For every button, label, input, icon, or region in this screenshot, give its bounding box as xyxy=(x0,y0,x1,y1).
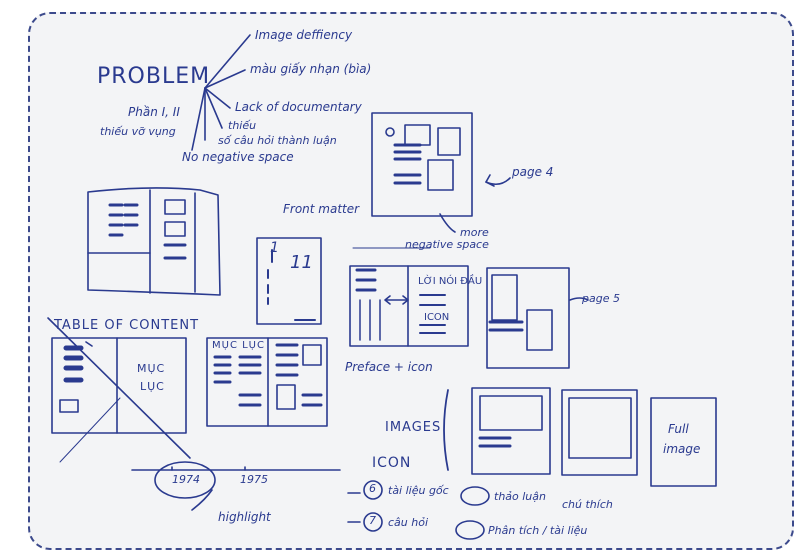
timeline-year-1975: 1975 xyxy=(240,473,268,486)
icon-item-1: tài liệu gốc xyxy=(388,484,449,497)
icon-item-2: câu hỏi xyxy=(388,516,429,529)
problem-branch-3: Lack of documentary xyxy=(235,100,362,114)
images-label: IMAGES xyxy=(385,420,442,435)
small-number-1: 1 xyxy=(270,240,279,256)
toc-mucluc: MỤC LỤC xyxy=(212,340,265,351)
icon-number-6: 6 xyxy=(369,482,376,495)
preface-label: Preface + icon xyxy=(345,360,433,374)
problem-branch-5: số câu hỏi thành luận xyxy=(218,134,337,147)
negative-space-label: negative space xyxy=(405,238,489,251)
negative-space-more: more xyxy=(460,226,489,239)
problem-sub1: Phần I, II xyxy=(128,105,180,119)
icon-item-5: Phân tích / tài liệu xyxy=(488,524,588,537)
page5-label: page 5 xyxy=(582,292,620,305)
problem-branch-4: thiếu xyxy=(228,119,257,132)
toc-title: TABLE OF CONTENT xyxy=(54,318,200,333)
full-image-2: image xyxy=(663,442,701,456)
icon-item-4: chú thích xyxy=(562,498,613,511)
icon-section-label: ICON xyxy=(372,455,412,471)
problem-branch-1: Image deffiency xyxy=(255,28,353,42)
preface-box-title: LỜI NÓI ĐẦU xyxy=(418,276,483,287)
problem-sub2: thiếu vỡ vụng xyxy=(100,125,176,138)
paper-card xyxy=(28,12,794,550)
problem-title: PROBLEM xyxy=(97,64,211,89)
icon-number-7: 7 xyxy=(369,514,376,527)
page4-label: page 4 xyxy=(512,165,554,179)
problem-branch-6: No negative space xyxy=(182,150,294,164)
small-number-11: 11 xyxy=(290,252,313,273)
icon-item-3: thảo luận xyxy=(494,490,546,503)
timeline-year-1974: 1974 xyxy=(172,473,200,486)
toc-luc: LỤC xyxy=(140,380,165,393)
toc-muc: MỤC xyxy=(137,362,166,375)
front-matter-label: Front matter xyxy=(283,202,360,216)
preface-box-icon: ICON xyxy=(424,312,450,323)
timeline-highlight: highlight xyxy=(218,510,271,524)
full-image-1: Full xyxy=(668,422,689,436)
problem-branch-2: màu giấy nhạn (bìa) xyxy=(250,62,372,76)
